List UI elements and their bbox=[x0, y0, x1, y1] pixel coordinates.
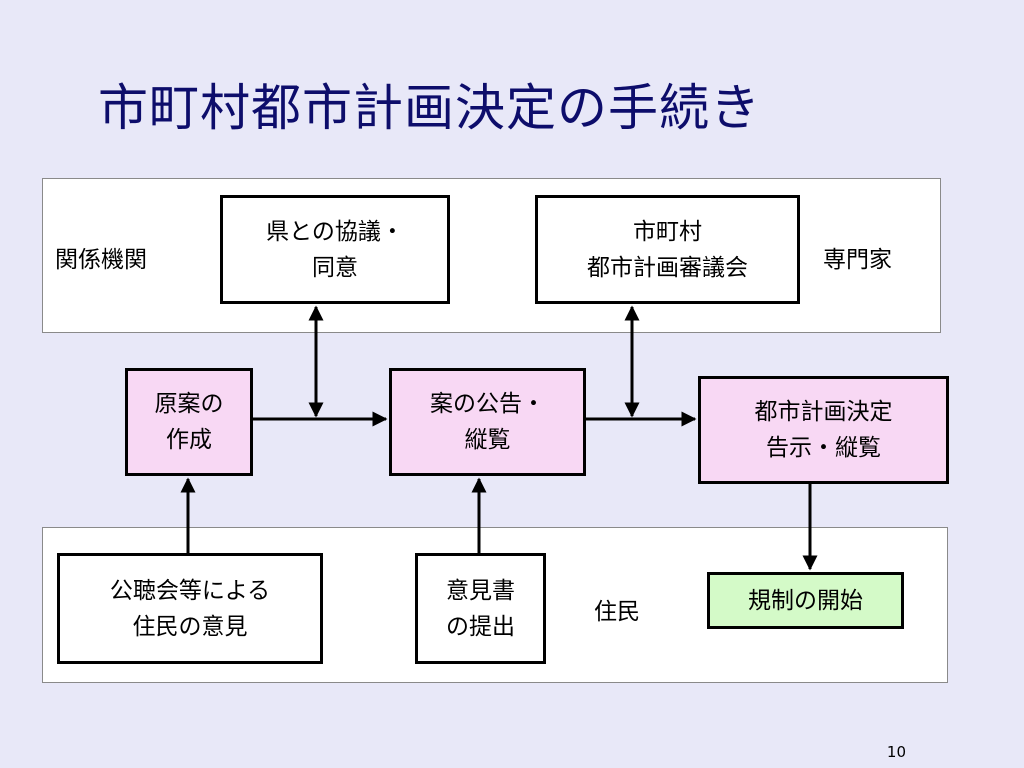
box-line: 同意 bbox=[312, 254, 358, 281]
box-line: 規制の開始 bbox=[748, 587, 863, 614]
box-line: 作成 bbox=[166, 427, 212, 453]
prefecture-consultation-box: 県との協議・ 同意 bbox=[220, 195, 450, 304]
experts-label: 専門家 bbox=[823, 247, 892, 273]
public-notice-box: 案の公告・ 縦覧 bbox=[389, 368, 586, 476]
public-hearing-box: 公聴会等による 住民の意見 bbox=[57, 553, 323, 664]
page-number: 10 bbox=[886, 743, 906, 761]
box-line: 住民の意見 bbox=[132, 613, 248, 640]
box-line: の提出 bbox=[446, 613, 515, 640]
residents-label: 住民 bbox=[594, 599, 640, 625]
draft-preparation-box: 原案の 作成 bbox=[125, 368, 253, 476]
slide-title: 市町村都市計画決定の手続き bbox=[98, 79, 761, 137]
box-line: 告示・縦覧 bbox=[766, 435, 881, 461]
city-planning-council-box: 市町村 都市計画審議会 bbox=[535, 195, 800, 304]
box-line: 意見書 bbox=[446, 577, 515, 604]
box-line: 市町村 bbox=[633, 218, 702, 245]
box-line: 公聴会等による bbox=[109, 577, 271, 604]
box-line: 原案の bbox=[154, 391, 224, 417]
written-opinion-box: 意見書 の提出 bbox=[415, 553, 546, 664]
box-line: 案の公告・ bbox=[430, 391, 545, 417]
box-line: 都市計画審議会 bbox=[587, 254, 748, 281]
box-line: 県との協議・ bbox=[266, 218, 404, 245]
related-agencies-label: 関係機関 bbox=[55, 247, 147, 273]
regulation-start-box: 規制の開始 bbox=[707, 572, 904, 629]
plan-decision-box: 都市計画決定 告示・縦覧 bbox=[698, 376, 949, 484]
box-line: 縦覧 bbox=[464, 427, 511, 453]
box-line: 都市計画決定 bbox=[754, 399, 893, 425]
